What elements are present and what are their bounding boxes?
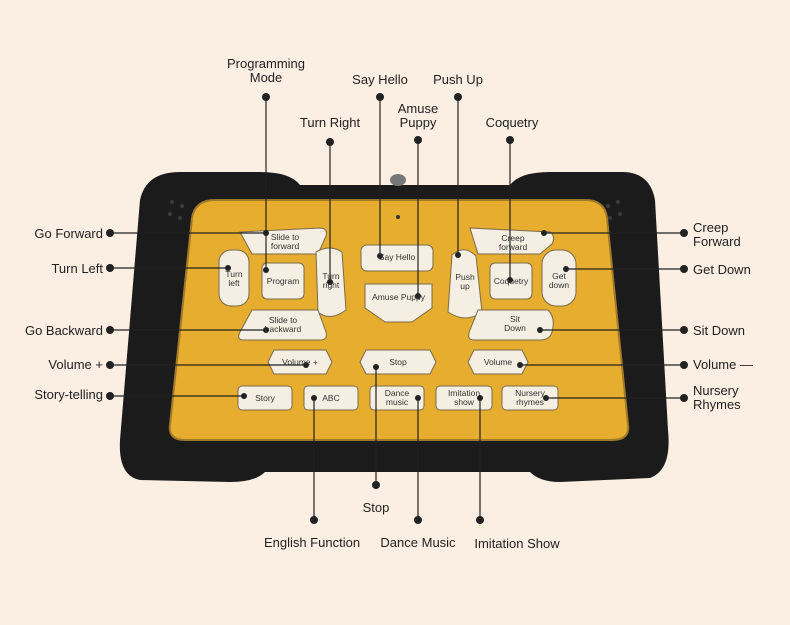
speaker-holes-right	[605, 199, 623, 221]
volume-plus-button[interactable]	[267, 349, 333, 375]
callout-nursery-rhymes: Nursery Rhymes	[693, 383, 741, 412]
callout-push-up: Push Up	[433, 72, 483, 87]
callout-stop: Stop	[362, 500, 390, 515]
indicator-led	[396, 215, 400, 219]
leader-lines	[110, 97, 684, 520]
callout-dance-music: Dance Music	[380, 535, 456, 550]
turn-left-button[interactable]	[218, 249, 250, 307]
speaker-holes-left	[167, 199, 185, 221]
callout-sit-down: Sit Down	[693, 323, 746, 338]
say-hello-button[interactable]	[360, 244, 434, 272]
story-button[interactable]	[237, 385, 293, 411]
callout-turn-left: Turn Left	[51, 261, 103, 276]
leader-dots	[106, 93, 688, 524]
get-down-button[interactable]	[541, 249, 577, 307]
callout-imitation-show: Imitation Show	[474, 536, 560, 551]
dance-music-button[interactable]	[369, 385, 425, 411]
callout-volume-plus: Volume +	[48, 357, 103, 372]
callout-turn-right: Turn Right	[299, 115, 361, 130]
antenna-nub	[390, 174, 406, 186]
program-button[interactable]	[261, 262, 305, 300]
push-up-button[interactable]	[447, 249, 483, 319]
callout-english-function: English Function	[263, 535, 361, 550]
slide-backward-button[interactable]	[238, 309, 327, 341]
callout-go-backward: Go Backward	[24, 323, 103, 338]
abc-button[interactable]	[303, 385, 359, 411]
amuse-puppy-button[interactable]	[364, 283, 433, 323]
callout-go-forward: Go Forward	[34, 226, 103, 241]
sit-down-button[interactable]	[468, 309, 554, 341]
callout-story-telling: Story-telling	[34, 387, 103, 402]
callout-volume-minus: Volume —	[693, 357, 753, 372]
callout-creep-forward: Creep Forward	[693, 220, 741, 249]
stop-button[interactable]	[359, 349, 437, 375]
volume-minus-button[interactable]	[467, 349, 529, 375]
callout-say-hello: Say Hello	[352, 72, 408, 87]
imitation-show-button[interactable]	[435, 385, 493, 411]
callout-programming-mode: Programming Mode	[226, 56, 306, 85]
slide-forward-button[interactable]	[239, 227, 327, 255]
callout-get-down: Get Down	[693, 262, 751, 277]
callout-coquetry: Coquetry	[485, 115, 539, 130]
callout-amuse-puppy: Amuse Puppy	[397, 101, 439, 130]
creep-forward-button[interactable]	[469, 227, 555, 255]
